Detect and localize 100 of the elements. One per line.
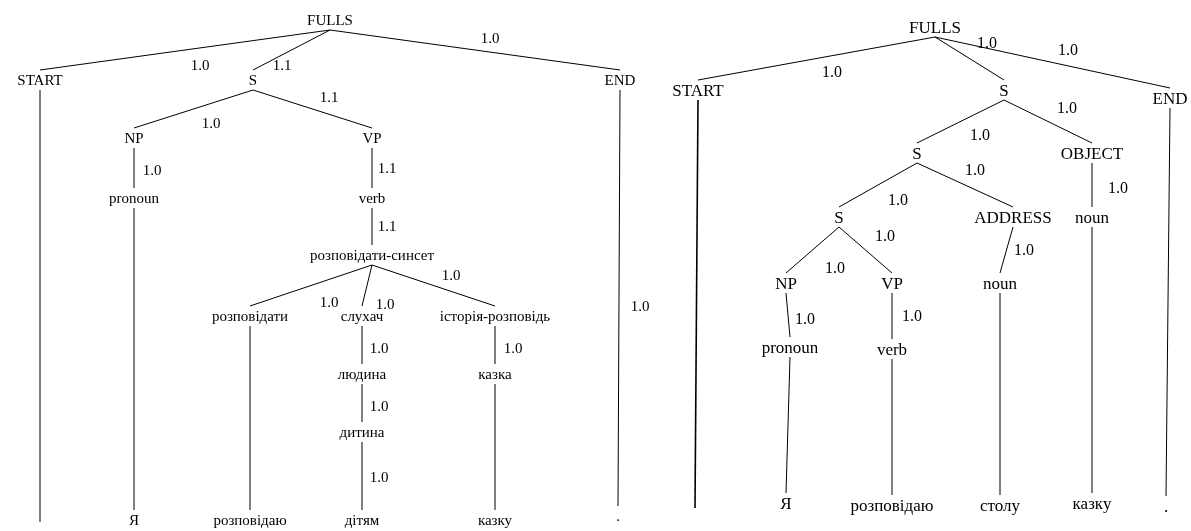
edge-weight: 1.0	[190, 57, 210, 73]
tree-node-label: казка	[478, 366, 512, 382]
edge-weight: 1.0	[822, 64, 842, 80]
edge-weight: 1.0	[142, 162, 162, 178]
tree-branch	[361, 383, 363, 423]
tree-branch	[249, 325, 251, 511]
edge-weight: 1.0	[888, 192, 908, 208]
tree-node-label: S	[999, 81, 1009, 99]
tree-node-label: START	[672, 81, 724, 99]
edge-weight: 1.0	[630, 298, 650, 314]
tree-node-label: pronoun	[761, 338, 819, 356]
tree-branch	[999, 226, 1014, 274]
tree-branch	[891, 358, 893, 496]
tree-branch	[838, 162, 918, 208]
tree-branch	[785, 292, 791, 338]
tree-branch	[252, 29, 331, 71]
tree-branch	[934, 36, 1005, 81]
tree-branch	[39, 89, 41, 523]
tree-branch	[371, 207, 373, 246]
tree-branch	[249, 264, 373, 307]
tree-node-label: Я	[129, 512, 139, 528]
tree-node-label: pronoun	[109, 190, 159, 206]
tree-branch	[361, 441, 363, 511]
tree-branch	[494, 325, 496, 365]
tree-node-label: казку	[477, 512, 513, 528]
tree-node-label: noun	[1075, 208, 1109, 226]
tree-node-label: S	[248, 72, 258, 88]
tree-node-label: verb	[876, 340, 908, 358]
tree-branch	[617, 89, 621, 507]
edge-weight: 1.0	[1057, 100, 1077, 116]
edge-weight: 1.0	[1058, 42, 1078, 58]
tree-node-label: FULLS	[307, 12, 353, 28]
tree-branch	[361, 325, 363, 365]
tree-node-label: столу	[980, 496, 1020, 514]
tree-node-label: казку	[1072, 494, 1112, 512]
tree-branch	[252, 89, 373, 129]
tree-branch	[916, 162, 1014, 208]
tree-node-label: noun	[983, 274, 1017, 292]
tree-branch	[133, 89, 254, 129]
tree-branch	[133, 147, 135, 189]
tree-branch	[494, 383, 496, 511]
edge-weight: 1.0	[965, 162, 985, 178]
tree-node-label: ADDRESS	[974, 208, 1052, 226]
tree-branch	[916, 99, 1005, 144]
tree-node-label: END	[604, 72, 636, 88]
edge-weight: 1.0	[369, 469, 389, 485]
edge-weight: 1.0	[369, 340, 389, 356]
tree-node-label: дітям	[344, 512, 380, 528]
edge-weight: 1.0	[319, 294, 339, 310]
tree-branch	[838, 226, 893, 274]
edge-weight: 1.1	[272, 57, 292, 73]
edge-weight: 1.0	[902, 308, 922, 324]
tree-node-label: .	[616, 508, 620, 524]
edge-weight: 1.0	[825, 260, 845, 276]
tree-node-label: VP	[881, 274, 903, 292]
tree-node-label: END	[1152, 89, 1188, 107]
edge-weight: 1.0	[1014, 242, 1034, 258]
tree-node-label: verb	[358, 190, 386, 206]
tree-node-label: OBJECT	[1060, 144, 1124, 162]
tree-node-label: .	[1163, 497, 1169, 515]
tree-node-label: VP	[362, 130, 382, 146]
tree-branch	[1003, 99, 1093, 144]
tree-node-label: людина	[337, 366, 387, 382]
tree-branch	[1165, 107, 1171, 497]
tree-branch	[1091, 162, 1093, 208]
tree-branch	[785, 226, 840, 274]
tree-node-label: розповідаю	[213, 512, 287, 528]
edge-weight: 1.0	[441, 267, 461, 283]
tree-node-label: S	[834, 208, 844, 226]
tree-branch	[697, 36, 936, 81]
tree-branch	[361, 264, 373, 307]
tree-node-label: розповідати	[211, 308, 289, 324]
tree-branch	[694, 99, 699, 509]
tree-branch	[329, 29, 621, 71]
edge-weight: 1.0	[369, 398, 389, 414]
edge-weight: 1.0	[503, 340, 523, 356]
tree-branch	[1091, 226, 1093, 494]
edge-weight: 1.0	[795, 311, 815, 327]
tree-branch	[999, 292, 1001, 496]
tree-branch	[133, 207, 135, 511]
edge-weight: 1.0	[480, 30, 500, 46]
edge-weight: 1.0	[970, 127, 990, 143]
tree-node-label: S	[912, 144, 922, 162]
tree-branch	[785, 356, 791, 494]
edge-weight: 1.0	[1108, 180, 1128, 196]
tree-branch	[39, 29, 331, 71]
tree-node-label: розповідаю	[850, 496, 934, 514]
tree-branch	[371, 147, 373, 189]
edge-weight: 1.0	[201, 115, 221, 131]
edge-weight: 1.1	[319, 89, 339, 105]
tree-branch	[934, 36, 1171, 89]
tree-node-label: розповідати-синсет	[310, 247, 434, 263]
tree-node-label: NP	[775, 274, 797, 292]
edge-weight: 1.0	[977, 35, 997, 51]
tree-node-label: NP	[124, 130, 144, 146]
tree-node-label: Я	[780, 494, 792, 512]
tree-branch	[371, 264, 496, 307]
tree-node-label: дитина	[339, 424, 385, 440]
edge-weight: 1.0	[875, 228, 895, 244]
tree-node-label: історія-розповідь	[439, 308, 551, 324]
